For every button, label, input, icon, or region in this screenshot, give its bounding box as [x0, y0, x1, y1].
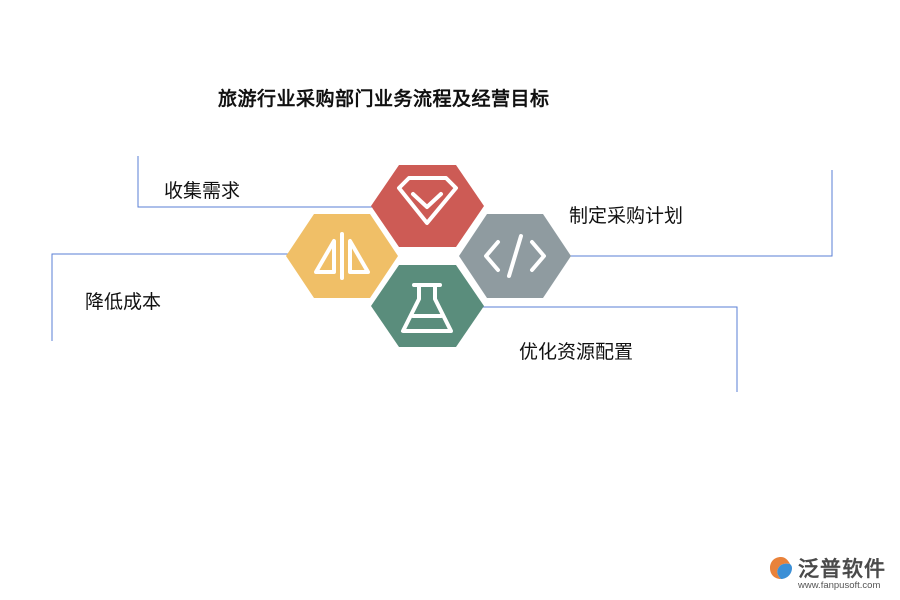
connector-optimize — [460, 306, 738, 392]
logo-name: 泛普软件 — [798, 557, 886, 581]
connector-cost — [51, 253, 312, 341]
connector-collect — [137, 156, 398, 208]
label-optimize-resources: 优化资源配置 — [519, 341, 634, 363]
label-collect-needs: 收集需求 — [164, 180, 241, 202]
logo-url: www.fanpusoft.com — [798, 580, 881, 591]
label-make-plan: 制定采购计划 — [569, 205, 684, 227]
label-reduce-cost: 降低成本 — [85, 291, 162, 313]
split-triangles-icon — [314, 232, 370, 280]
flask-icon — [401, 283, 453, 333]
code-icon — [484, 234, 546, 278]
hexagon-optimize-resources — [371, 265, 484, 347]
diagram-title: 旅游行业采购部门业务流程及经营目标 — [218, 88, 550, 110]
connector-lines — [51, 156, 833, 392]
diamond-chevron-icon — [397, 176, 458, 225]
fanpu-logo-icon — [770, 557, 792, 579]
connector-plan — [545, 170, 833, 257]
brand-logo: 泛普软件 www.fanpusoft.com — [768, 553, 893, 595]
